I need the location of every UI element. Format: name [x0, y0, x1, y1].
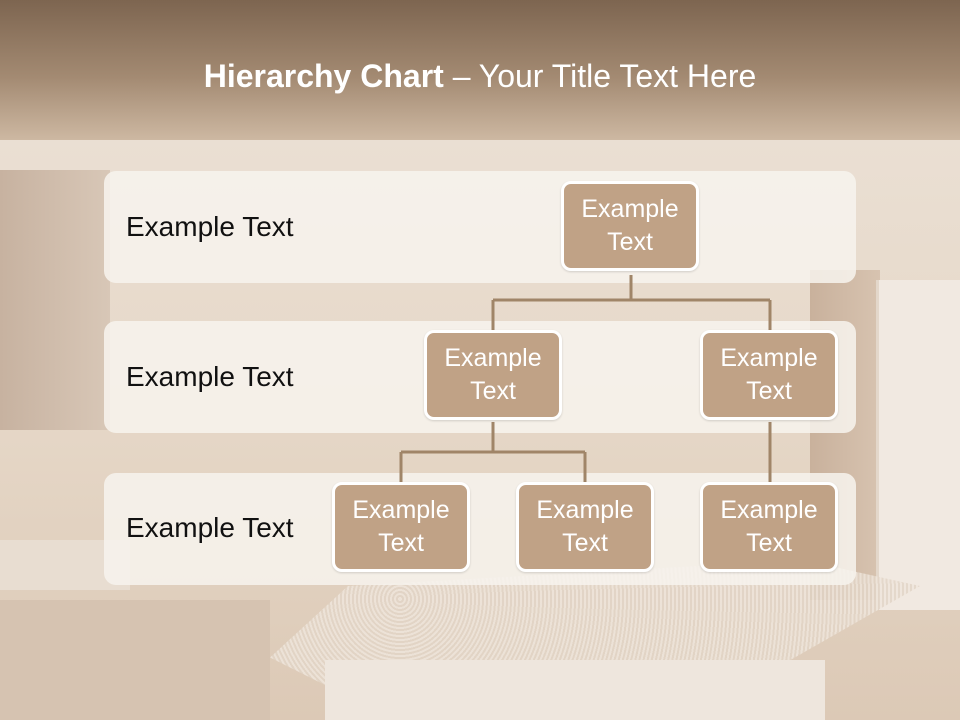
- row-band-1: [104, 171, 856, 283]
- node-text-line2: Text: [378, 529, 424, 557]
- node-level3-2[interactable]: Example Text: [516, 482, 654, 572]
- node-text-line2: Text: [470, 377, 516, 405]
- row-label-3: Example Text: [126, 512, 294, 543]
- row-label-2: Example Text: [126, 361, 294, 392]
- title-rest: – Your Title Text Here: [443, 58, 757, 94]
- node-root[interactable]: Example Text: [561, 181, 699, 271]
- node-text-line1: Example: [581, 195, 679, 223]
- node-text-line2: Text: [607, 228, 653, 256]
- node-text-line2: Text: [746, 529, 792, 557]
- slide-title: Hierarchy Chart – Your Title Text Here: [0, 56, 960, 96]
- row-label-1: Example Text: [126, 211, 294, 242]
- node-text-line2: Text: [562, 529, 608, 557]
- node-text-line1: Example: [720, 496, 818, 524]
- connector-level1: [491, 275, 772, 330]
- node-text-line1: Example: [352, 496, 450, 524]
- node-text-line2: Text: [746, 377, 792, 405]
- connector-level2-left: [399, 422, 587, 482]
- node-level3-1[interactable]: Example Text: [332, 482, 470, 572]
- node-level2-left[interactable]: Example Text: [424, 330, 562, 420]
- node-level2-right[interactable]: Example Text: [700, 330, 838, 420]
- node-level3-3[interactable]: Example Text: [700, 482, 838, 572]
- title-bold: Hierarchy Chart: [203, 58, 444, 94]
- node-text-line1: Example: [444, 344, 542, 372]
- node-text-line1: Example: [720, 344, 818, 372]
- node-text-line1: Example: [536, 496, 634, 524]
